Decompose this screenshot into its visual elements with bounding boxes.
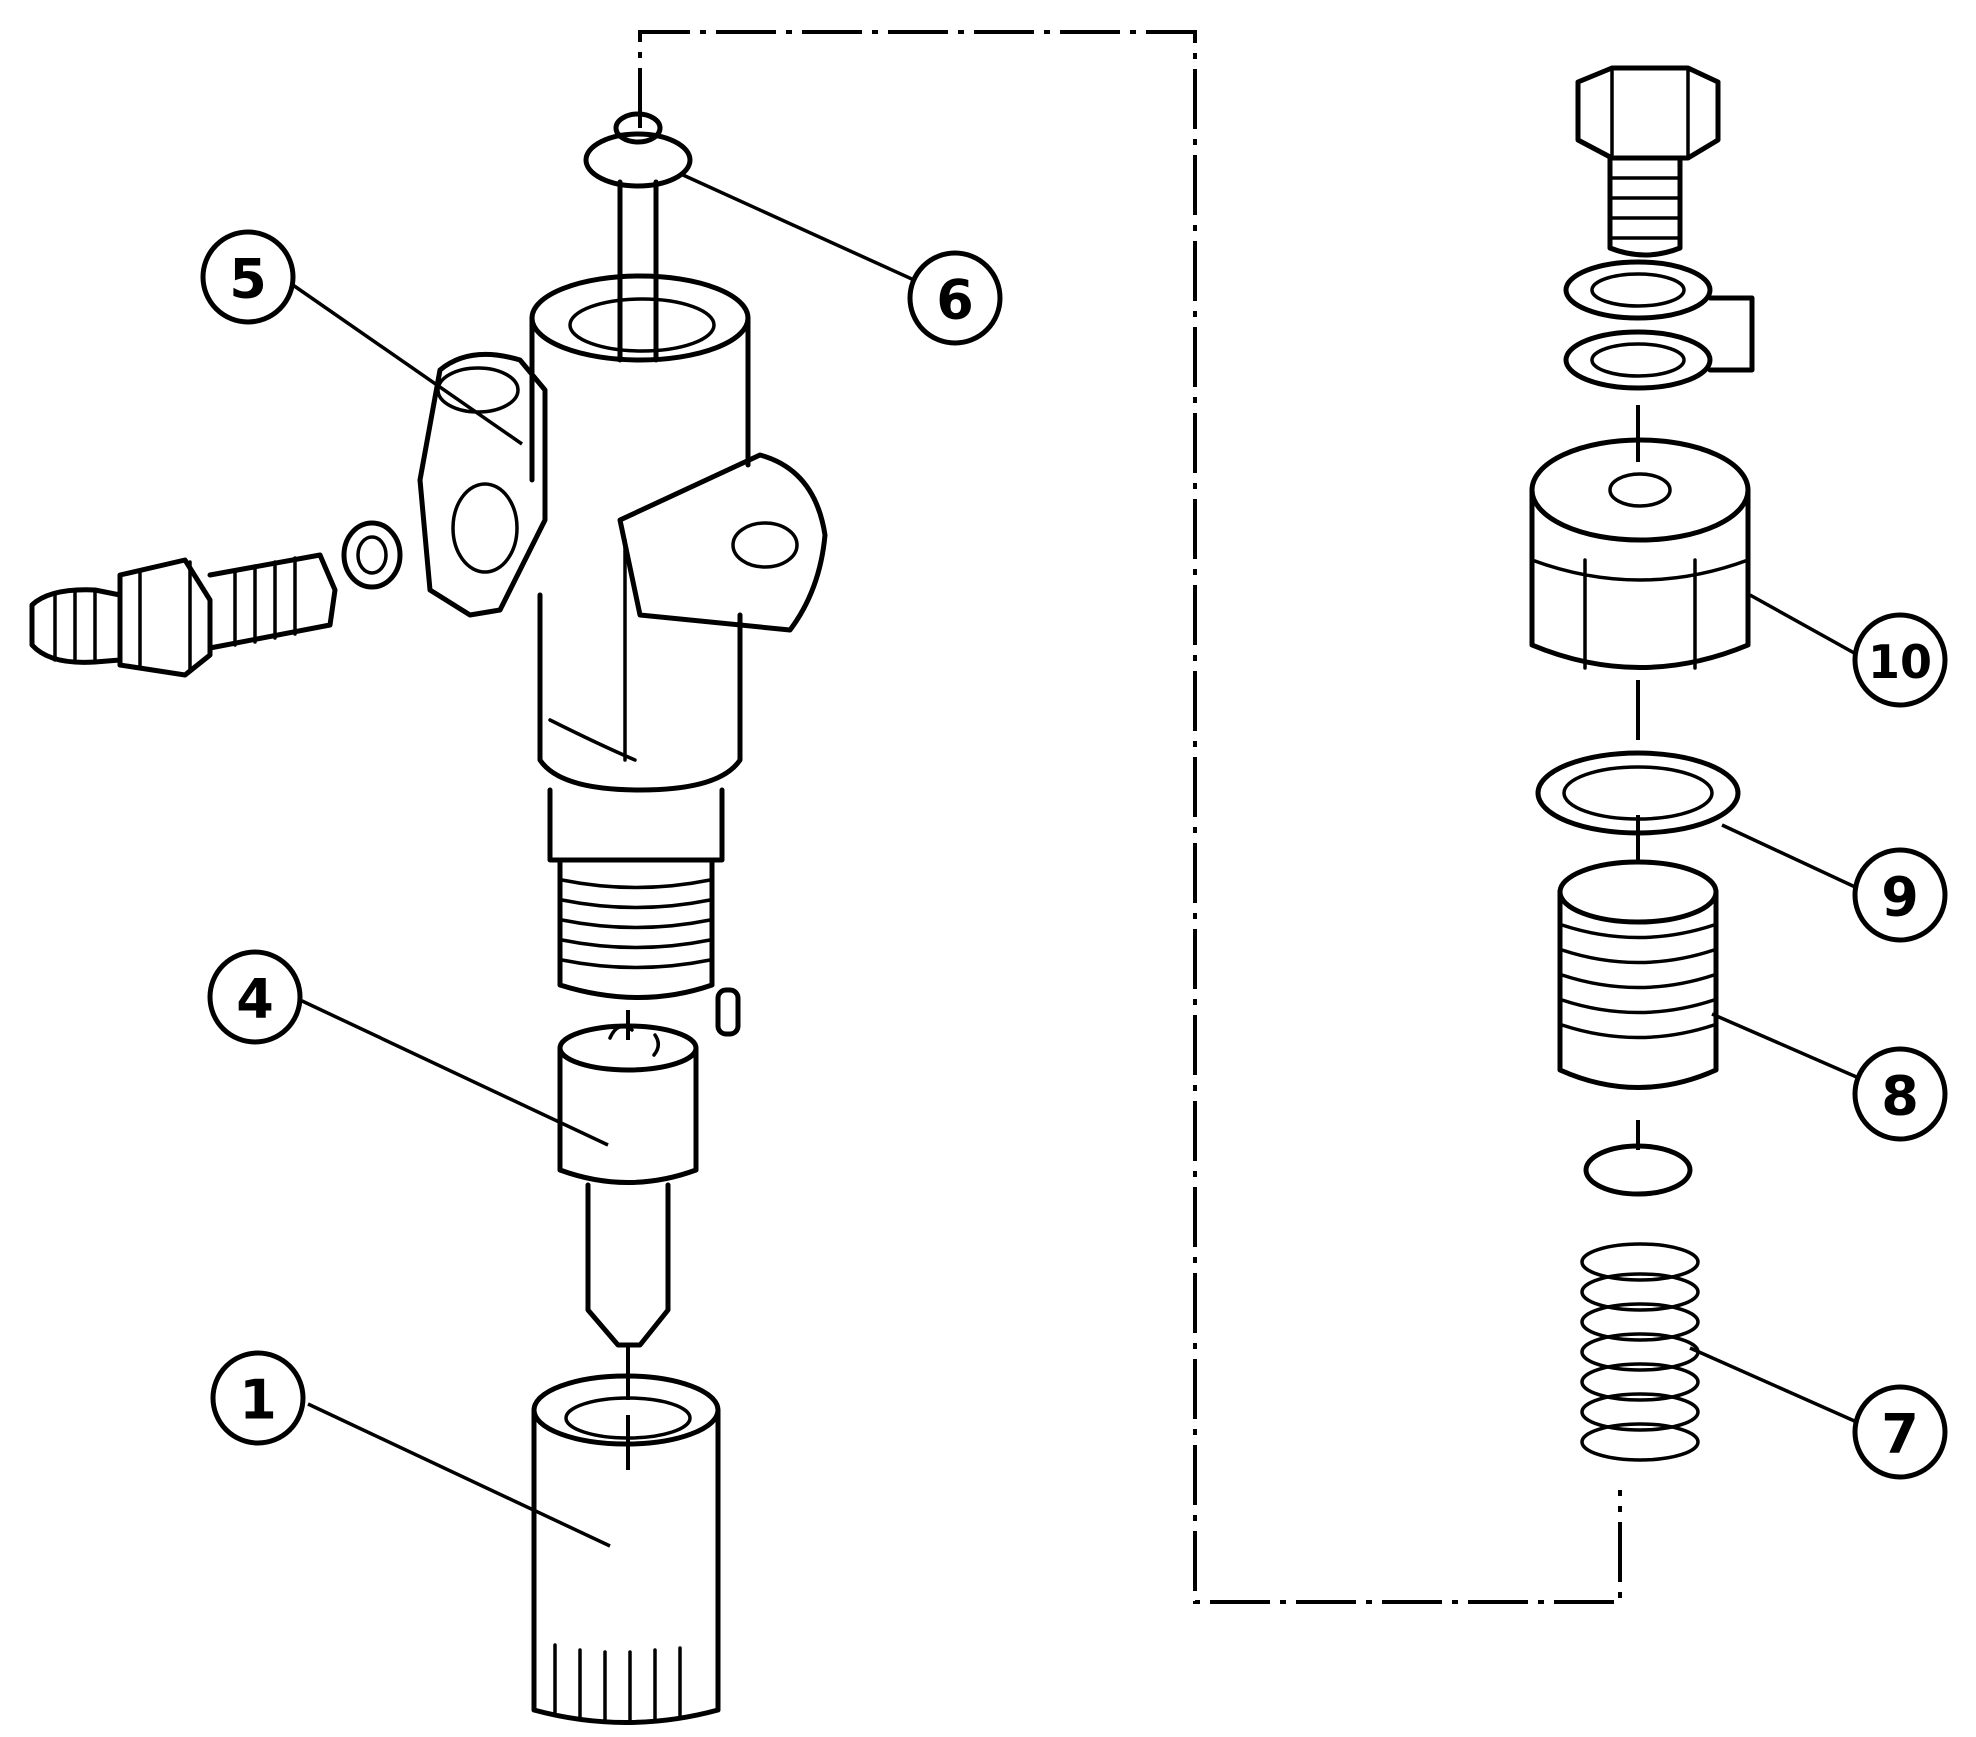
banjo-washers: [1563, 259, 1755, 391]
spring-seat-washer: [1583, 1143, 1693, 1197]
part-7-spring: [1580, 1242, 1700, 1462]
assembly-connection-line: [638, 30, 1622, 1604]
callout-6-label: 6: [936, 269, 974, 332]
callout-10-label: 10: [1868, 635, 1932, 689]
callout-9: 9: [1852, 847, 1948, 943]
leader-5: [289, 281, 523, 446]
leader-7: [1689, 1346, 1869, 1429]
callout-8: 8: [1852, 1046, 1948, 1142]
banjo-bolt: [1575, 65, 1721, 258]
callout-10: 10: [1852, 612, 1948, 708]
callout-5: 5: [200, 229, 296, 325]
leader-8: [1711, 1012, 1869, 1084]
callout-9-label: 9: [1881, 866, 1919, 929]
leader-9: [1721, 823, 1869, 895]
part-1-nozzle-nut: [531, 1373, 721, 1725]
callout-4-label: 4: [236, 968, 274, 1031]
callout-1-label: 1: [239, 1369, 277, 1432]
callout-6: 6: [907, 250, 1003, 346]
leader-4: [299, 998, 609, 1147]
callout-4: 4: [207, 949, 303, 1045]
callout-8-label: 8: [1881, 1065, 1919, 1128]
dowel-pin: [715, 987, 741, 1037]
callout-1: 1: [210, 1350, 306, 1446]
callout-5-label: 5: [229, 248, 267, 311]
part-10-cap-nut: [1529, 437, 1751, 670]
part-8-threaded-spacer: [1557, 859, 1719, 1090]
fuel-inlet-connector: [29, 520, 403, 678]
leader-6: [682, 173, 926, 287]
callout-7: 7: [1852, 1384, 1948, 1480]
callout-7-label: 7: [1881, 1403, 1919, 1466]
part-4-nozzle: [557, 1023, 699, 1348]
leader-1: [307, 1402, 611, 1548]
leader-10: [1749, 593, 1866, 661]
part-6-pin: [583, 111, 693, 363]
part-9-sealing-washer: [1535, 750, 1741, 836]
part-5-injector-body: [417, 273, 828, 1000]
